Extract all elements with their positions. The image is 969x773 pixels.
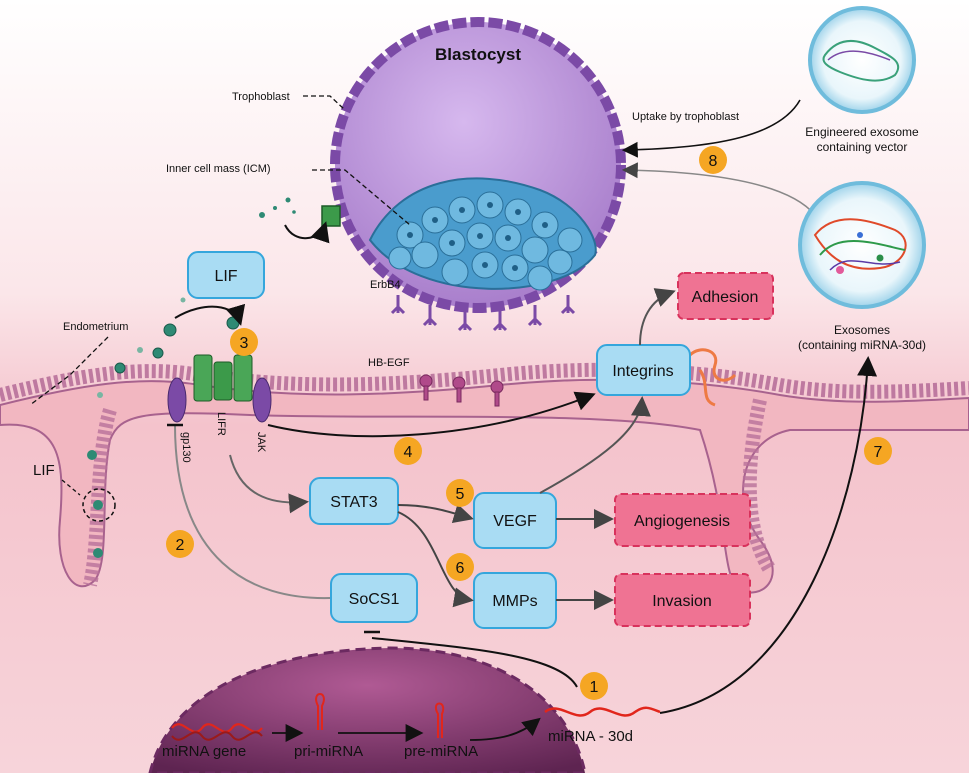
socs1-label: SoCS1 bbox=[349, 591, 400, 608]
erbb4-receptors bbox=[390, 295, 576, 332]
adhesion-box bbox=[677, 272, 774, 320]
lif-box-label: LIF bbox=[214, 268, 237, 285]
vegf-box bbox=[473, 492, 557, 549]
blastocyst-receptor bbox=[321, 205, 341, 227]
mmps-label: MMPs bbox=[492, 593, 537, 610]
lif-to-receptor-arrow bbox=[174, 303, 246, 326]
invasion-label: Invasion bbox=[652, 593, 712, 610]
svg-text:6: 6 bbox=[456, 560, 465, 577]
trophoblast-leader bbox=[303, 95, 346, 111]
lif-to-blastocyst-arrow bbox=[284, 221, 330, 244]
step-badges: 1 2 3 4 5 6 7 8 bbox=[166, 146, 892, 700]
exosomes-label-1: Exosomes bbox=[834, 323, 890, 337]
icm-label: Inner cell mass (ICM) bbox=[166, 163, 271, 175]
outcome-boxes bbox=[614, 272, 774, 627]
receptor-complex bbox=[167, 354, 272, 423]
mirna-30d-label: miRNA - 30d bbox=[548, 728, 633, 745]
pathway-boxes bbox=[309, 344, 691, 629]
adhesion-label: Adhesion bbox=[692, 289, 759, 306]
gp130-receptor bbox=[167, 377, 187, 423]
engineered-exosome bbox=[808, 6, 916, 114]
svg-text:2: 2 bbox=[176, 537, 185, 554]
exosomes-label-2: (containing miRNA-30d) bbox=[798, 338, 926, 352]
lif-particles-top bbox=[259, 197, 296, 218]
stat3-box bbox=[309, 477, 399, 525]
step-badge-3: 3 bbox=[230, 328, 258, 356]
invasion-box bbox=[614, 573, 751, 627]
svg-text:1: 1 bbox=[590, 679, 599, 696]
stat3-label: STAT3 bbox=[330, 494, 378, 511]
mirna-processing bbox=[171, 693, 661, 741]
step-badge-1: 1 bbox=[580, 672, 608, 700]
engineered-label-2: containing vector bbox=[817, 140, 908, 154]
lif-side-label: LIF bbox=[33, 462, 55, 479]
mirna-exosome bbox=[798, 181, 926, 309]
blastocyst-label: Blastocyst bbox=[435, 45, 521, 64]
step-badge-2: 2 bbox=[166, 530, 194, 558]
pre-mirna-label: pre-miRNA bbox=[404, 743, 478, 760]
engineered-label-1: Engineered exosome bbox=[805, 125, 919, 139]
step-badge-7: 7 bbox=[864, 437, 892, 465]
step-badge-8: 8 bbox=[699, 146, 727, 174]
uptake-label: Uptake by trophoblast bbox=[632, 111, 739, 123]
endometrium-label: Endometrium bbox=[63, 321, 128, 333]
vegf-label: VEGF bbox=[493, 513, 537, 530]
svg-text:3: 3 bbox=[240, 335, 249, 352]
jak-receptor bbox=[252, 377, 272, 423]
lifr-label: LIFR bbox=[215, 412, 227, 436]
socs1-box bbox=[330, 573, 418, 623]
jak-label: JAK bbox=[255, 432, 267, 453]
uptake-arrow-bottom bbox=[621, 162, 816, 216]
endometrium-leader bbox=[29, 336, 109, 406]
pathway-arrows bbox=[167, 288, 878, 714]
cell-nucleus bbox=[148, 646, 587, 773]
angiogenesis-label: Angiogenesis bbox=[634, 513, 730, 530]
integrin-molecule bbox=[688, 348, 737, 407]
blastocyst bbox=[321, 17, 626, 332]
hbegf-label: HB-EGF bbox=[368, 357, 410, 369]
gp130-label: gp130 bbox=[180, 432, 192, 463]
icm-leader bbox=[312, 169, 411, 226]
lif-box bbox=[187, 251, 265, 299]
svg-text:8: 8 bbox=[709, 153, 718, 170]
step-badge-6: 6 bbox=[446, 553, 474, 581]
pre-to-mature-arrow bbox=[469, 717, 541, 741]
gland-lif bbox=[82, 450, 116, 558]
svg-text:5: 5 bbox=[456, 486, 465, 503]
angiogenesis-box bbox=[614, 493, 751, 547]
mirna-gene-label: miRNA gene bbox=[162, 743, 246, 760]
step-badge-5: 5 bbox=[446, 479, 474, 507]
trophoblast-label: Trophoblast bbox=[232, 91, 290, 103]
step-badge-4: 4 bbox=[394, 437, 422, 465]
integrins-box bbox=[596, 344, 691, 396]
uptake-arrow-top bbox=[621, 99, 801, 158]
hbegf-molecules bbox=[419, 374, 504, 407]
svg-text:7: 7 bbox=[874, 444, 883, 461]
pri-mirna-label: pri-miRNA bbox=[294, 743, 363, 760]
lif-side-leader bbox=[61, 479, 81, 496]
svg-text:4: 4 bbox=[404, 444, 413, 461]
integrins-label: Integrins bbox=[612, 363, 673, 380]
erbb4-label: ErbB4 bbox=[370, 279, 401, 291]
